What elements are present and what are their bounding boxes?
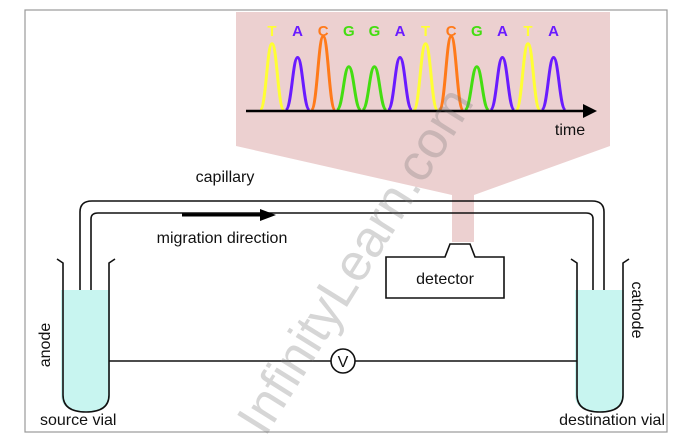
base-call-A: A bbox=[395, 23, 406, 40]
peak-C bbox=[437, 34, 465, 112]
base-call-C: C bbox=[446, 23, 457, 40]
peak-C bbox=[309, 34, 337, 112]
electropherogram-peaks bbox=[258, 34, 568, 112]
capillary-outer bbox=[79, 200, 605, 290]
detector bbox=[385, 243, 505, 299]
destination-vial-liquid bbox=[575, 290, 624, 412]
peak-T bbox=[514, 42, 542, 112]
base-call-G: G bbox=[471, 23, 483, 40]
base-call-G: G bbox=[369, 23, 381, 40]
peak-A bbox=[540, 56, 568, 112]
migration-direction-label: migration direction bbox=[157, 230, 288, 247]
peak-A bbox=[488, 56, 516, 112]
source-vial-label: source vial bbox=[40, 412, 116, 429]
detector-label: detector bbox=[416, 271, 474, 288]
base-call-C: C bbox=[318, 23, 329, 40]
peak-G bbox=[360, 65, 388, 112]
destination-vial bbox=[570, 258, 630, 413]
cathode-label: cathode bbox=[628, 282, 645, 339]
base-call-A: A bbox=[497, 23, 508, 40]
destination-vial-tube bbox=[570, 258, 630, 413]
source-vial-tube bbox=[56, 258, 116, 413]
base-call-T: T bbox=[421, 23, 430, 40]
source-vial-liquid bbox=[61, 290, 110, 412]
time-label: time bbox=[555, 122, 585, 139]
base-call-G: G bbox=[343, 23, 355, 40]
time-axis-arrowhead bbox=[583, 104, 597, 118]
base-call-T: T bbox=[267, 23, 276, 40]
anode-label: anode bbox=[37, 323, 54, 368]
capillary-label: capillary bbox=[196, 169, 255, 186]
peak-T bbox=[412, 42, 440, 112]
capillary-inner bbox=[90, 212, 594, 290]
peak-A bbox=[386, 56, 414, 112]
voltmeter-label: V bbox=[338, 354, 349, 371]
peak-A bbox=[284, 56, 312, 112]
peak-G bbox=[463, 65, 491, 112]
base-call-A: A bbox=[548, 23, 559, 40]
source-vial bbox=[56, 258, 116, 413]
peak-G bbox=[335, 65, 363, 112]
voltmeter-icon bbox=[330, 348, 356, 374]
peak-T bbox=[258, 42, 286, 112]
destination-vial-label: destination vial bbox=[559, 412, 665, 429]
migration-arrowhead bbox=[260, 209, 276, 221]
base-call-A: A bbox=[292, 23, 303, 40]
base-call-T: T bbox=[523, 23, 532, 40]
